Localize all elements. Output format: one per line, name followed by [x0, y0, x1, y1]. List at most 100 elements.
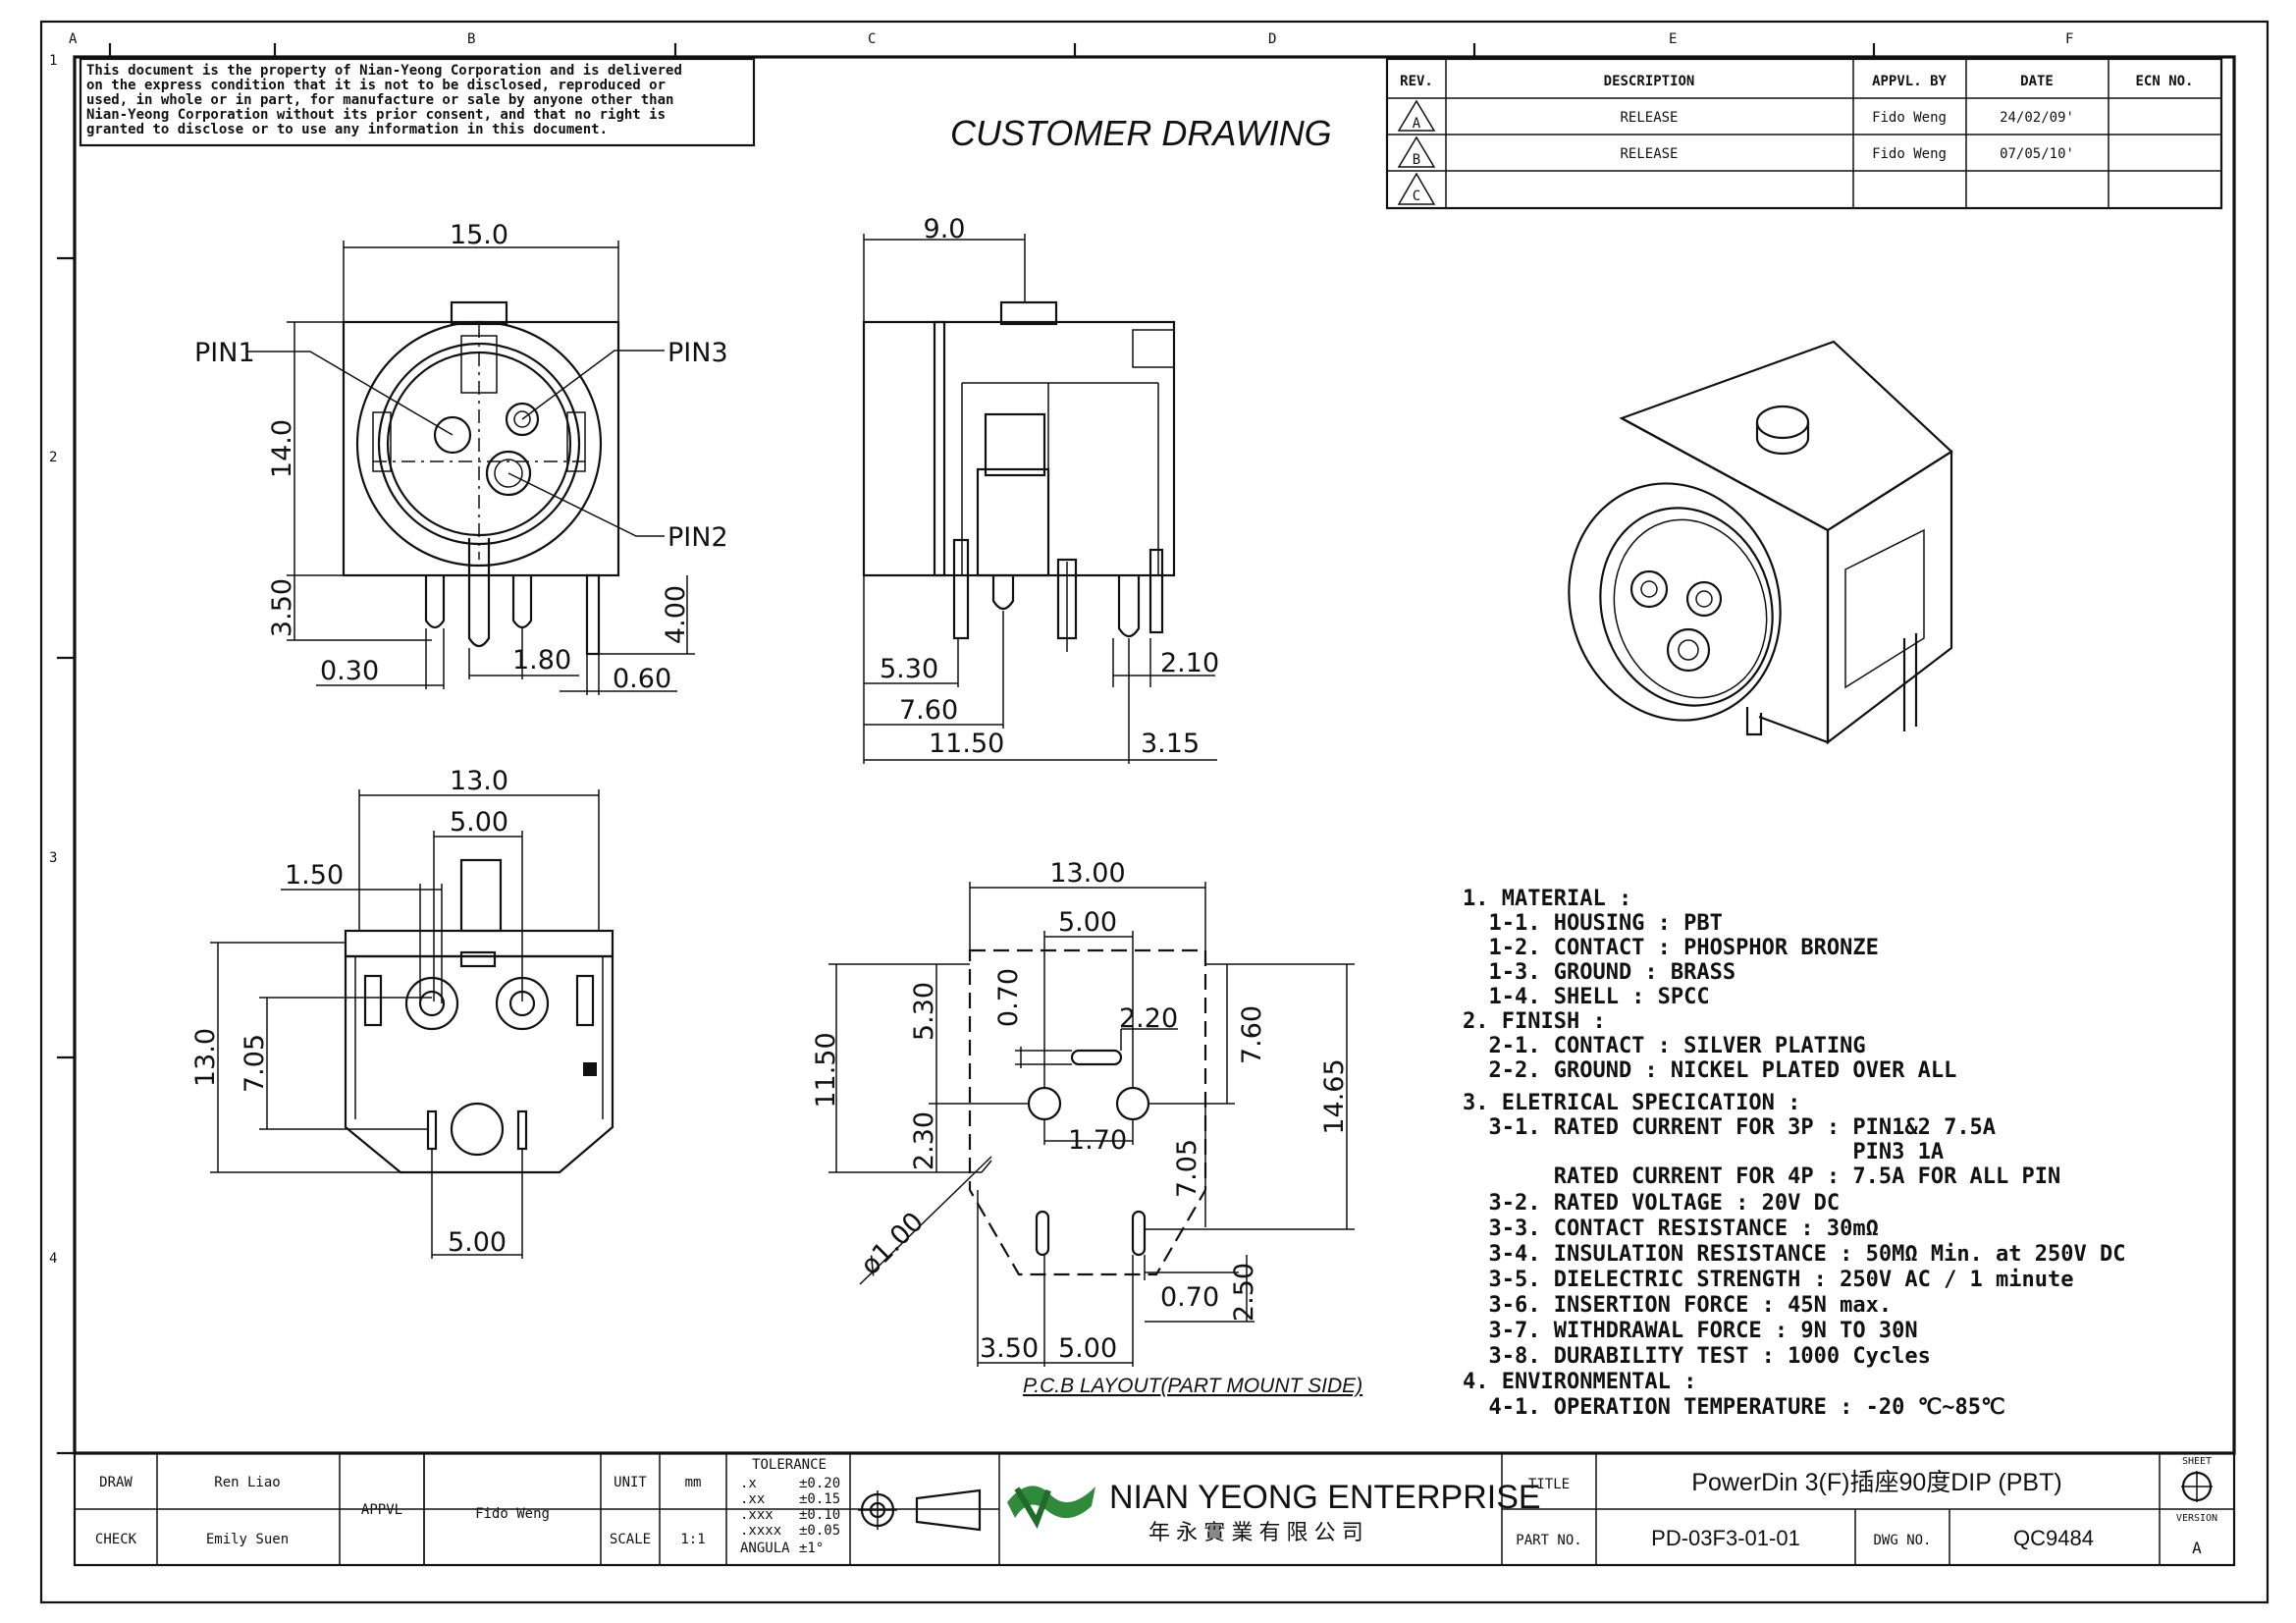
dwg-label: DWG NO. — [1873, 1533, 1931, 1548]
note-line: 3-8. DURABILITY TEST : 1000 Cycles — [1463, 1344, 1931, 1369]
sheet-frame: A B C D E F 1 2 3 4 — [39, 20, 2269, 1604]
rev-header: REV. — [1400, 74, 1433, 89]
side-d1-dim: 5.30 — [880, 654, 938, 684]
bottom-pin-height-dim: 7.05 — [240, 1034, 270, 1093]
note-line: RATED CURRENT FOR 4P : 7.5A FOR ALL PIN — [1463, 1164, 2060, 1189]
note-line: 2-2. GROUND : NICKEL PLATED OVER ALL — [1463, 1058, 1956, 1083]
approved-by-header: APPVL. BY — [1872, 74, 1947, 89]
note-line: 2. FINISH : — [1463, 1009, 1606, 1034]
bottom-slot-dim: 1.50 — [285, 860, 344, 891]
disclaimer-line: This document is the property of Nian-Ye… — [86, 63, 682, 79]
front-height-dim: 14.0 — [267, 419, 297, 478]
disclaimer-box: This document is the property of Nian-Ye… — [79, 57, 756, 147]
disclaimer-line: granted to disclose or to use any inform… — [86, 122, 608, 137]
note-line: 3-6. INSERTION FORCE : 45N max. — [1463, 1293, 1892, 1318]
appvl-label: APPVL — [361, 1502, 402, 1518]
note-line: 1-1. HOUSING : PBT — [1463, 911, 1723, 936]
pcb-caption: P.C.B LAYOUT(PART MOUNT SIDE) — [1023, 1375, 1362, 1397]
note-line: 1. MATERIAL : — [1463, 887, 1631, 911]
pcb-width-dim: 13.00 — [1049, 858, 1125, 889]
company-name-cn: 年 永 實 業 有 限 公 司 — [1148, 1520, 1363, 1544]
disclaimer-line: Nian-Yeong Corporation without its prior… — [86, 107, 666, 123]
bottom-width-dim: 13.0 — [450, 766, 508, 796]
zone-col-d: D — [1268, 31, 1276, 47]
bottom-view: 13.0 5.00 1.50 13.0 7.05 5.00 — [190, 766, 614, 1259]
zone-row-4: 4 — [49, 1251, 57, 1267]
pcb-v5-dim: 7.05 — [1172, 1139, 1202, 1198]
tolerance-value: ±0.15 — [799, 1491, 840, 1507]
rev-letter: C — [1413, 189, 1420, 204]
rev-approver: Fido Weng — [1872, 110, 1947, 126]
version-label: VERSION — [2176, 1513, 2217, 1524]
pcb-d500-dim: 5.00 — [1058, 1333, 1117, 1364]
tolerance-key: .xxx — [740, 1507, 774, 1523]
note-line: 3-4. INSULATION RESISTANCE : 50MΩ Min. a… — [1463, 1242, 2126, 1267]
bottom-height-dim: 13.0 — [190, 1028, 221, 1087]
side-d4-dim: 2.10 — [1160, 648, 1219, 678]
note-line: 3-1. RATED CURRENT FOR 3P : PIN1&2 7.5A — [1463, 1115, 1996, 1140]
pcb-slot-dim: 2.20 — [1119, 1003, 1178, 1034]
note-line: 2-1. CONTACT : SILVER PLATING — [1463, 1034, 1866, 1058]
pcb-v4-dim: 2.30 — [909, 1111, 939, 1170]
note-line: 1-2. CONTACT : PHOSPHOR BRONZE — [1463, 936, 1879, 960]
zone-col-b: B — [467, 31, 475, 47]
dwg-number: QC9484 — [2013, 1526, 2094, 1550]
zone-col-e: E — [1669, 31, 1677, 47]
pcb-hole-dia-dim: ø1.00 — [855, 1207, 930, 1281]
date-header: DATE — [2020, 74, 2054, 89]
check-name: Emily Suen — [206, 1532, 289, 1547]
note-line: 1-3. GROUND : BRASS — [1463, 960, 1735, 985]
zone-row-2: 2 — [49, 450, 57, 465]
company-name: NIAN YEONG ENTERPRISE — [1109, 1479, 1541, 1516]
rev-date: 07/05/10' — [2000, 146, 2074, 162]
pin-dia-dim: 0.30 — [320, 656, 379, 686]
appvl-name: Fido Weng — [475, 1506, 550, 1522]
side-d3-dim: 11.50 — [929, 729, 1004, 759]
bottom-span-dim: 5.00 — [448, 1227, 507, 1258]
company-logo-icon — [1007, 1486, 1095, 1529]
pin2-label: PIN2 — [667, 522, 728, 553]
disclaimer-line: used, in whole or in part, for manufactu… — [86, 92, 673, 108]
rev-letter: A — [1413, 116, 1421, 132]
ecn-header: ECN NO. — [2135, 74, 2193, 89]
scale-label: SCALE — [610, 1532, 651, 1547]
pcb-v1-dim: 5.30 — [909, 982, 939, 1041]
rev-description: RELEASE — [1620, 110, 1678, 126]
projection-symbol-icon — [858, 1488, 982, 1532]
note-line: 3. ELETRICAL SPECICATION : — [1463, 1091, 1800, 1115]
zone-col-f: F — [2065, 31, 2073, 47]
tolerance-key: .xx — [740, 1491, 765, 1507]
title-label: TITLE — [1528, 1477, 1570, 1492]
unit-value: mm — [685, 1475, 702, 1490]
tolerance-value: ±0.05 — [799, 1523, 840, 1539]
revision-triangle-icon: A — [1397, 99, 1436, 132]
side-pin-width-dim: 0.60 — [613, 664, 671, 694]
note-line: 3-3. CONTACT RESISTANCE : 30mΩ — [1463, 1217, 1879, 1241]
side-view: 9.0 5.30 7.60 11.50 2.10 3.15 — [862, 214, 1219, 764]
zone-col-a: A — [69, 31, 78, 47]
pcb-v2-dim: 0.70 — [993, 968, 1024, 1027]
revision-triangle-icon: C — [1397, 172, 1436, 205]
tolerance-key: .x — [740, 1476, 757, 1491]
revision-triangle-icon: B — [1397, 135, 1436, 168]
side-d2-dim: 7.60 — [899, 695, 958, 726]
tolerance-key: .xxxx — [740, 1523, 781, 1539]
side-depth-dim: 9.0 — [924, 214, 966, 244]
tolerance-value: ±0.20 — [799, 1476, 840, 1491]
pcb-layout-view: 13.00 5.00 11.50 5.30 0.70 2.20 7.60 2.3… — [811, 858, 1362, 1397]
pcb-h2-dim: 1.70 — [1068, 1125, 1127, 1156]
zone-row-3: 3 — [49, 850, 57, 866]
side-d5-dim: 3.15 — [1141, 729, 1200, 759]
side-pin-length-dim: 4.00 — [661, 585, 691, 644]
disclaimer-line: on the express condition that it is not … — [86, 78, 666, 93]
polarity-mark-icon — [583, 1062, 597, 1076]
rev-description: RELEASE — [1620, 146, 1678, 162]
bottom-center-span-dim: 5.00 — [450, 807, 508, 838]
pcb-overall-dim: 14.65 — [1319, 1058, 1350, 1134]
pcb-v3-dim: 7.60 — [1237, 1005, 1267, 1064]
version-value: A — [2192, 1539, 2202, 1557]
note-line: 4. ENVIRONMENTAL : — [1463, 1370, 1696, 1394]
rev-letter: B — [1413, 152, 1420, 168]
note-line: PIN3 1A — [1463, 1140, 1944, 1164]
